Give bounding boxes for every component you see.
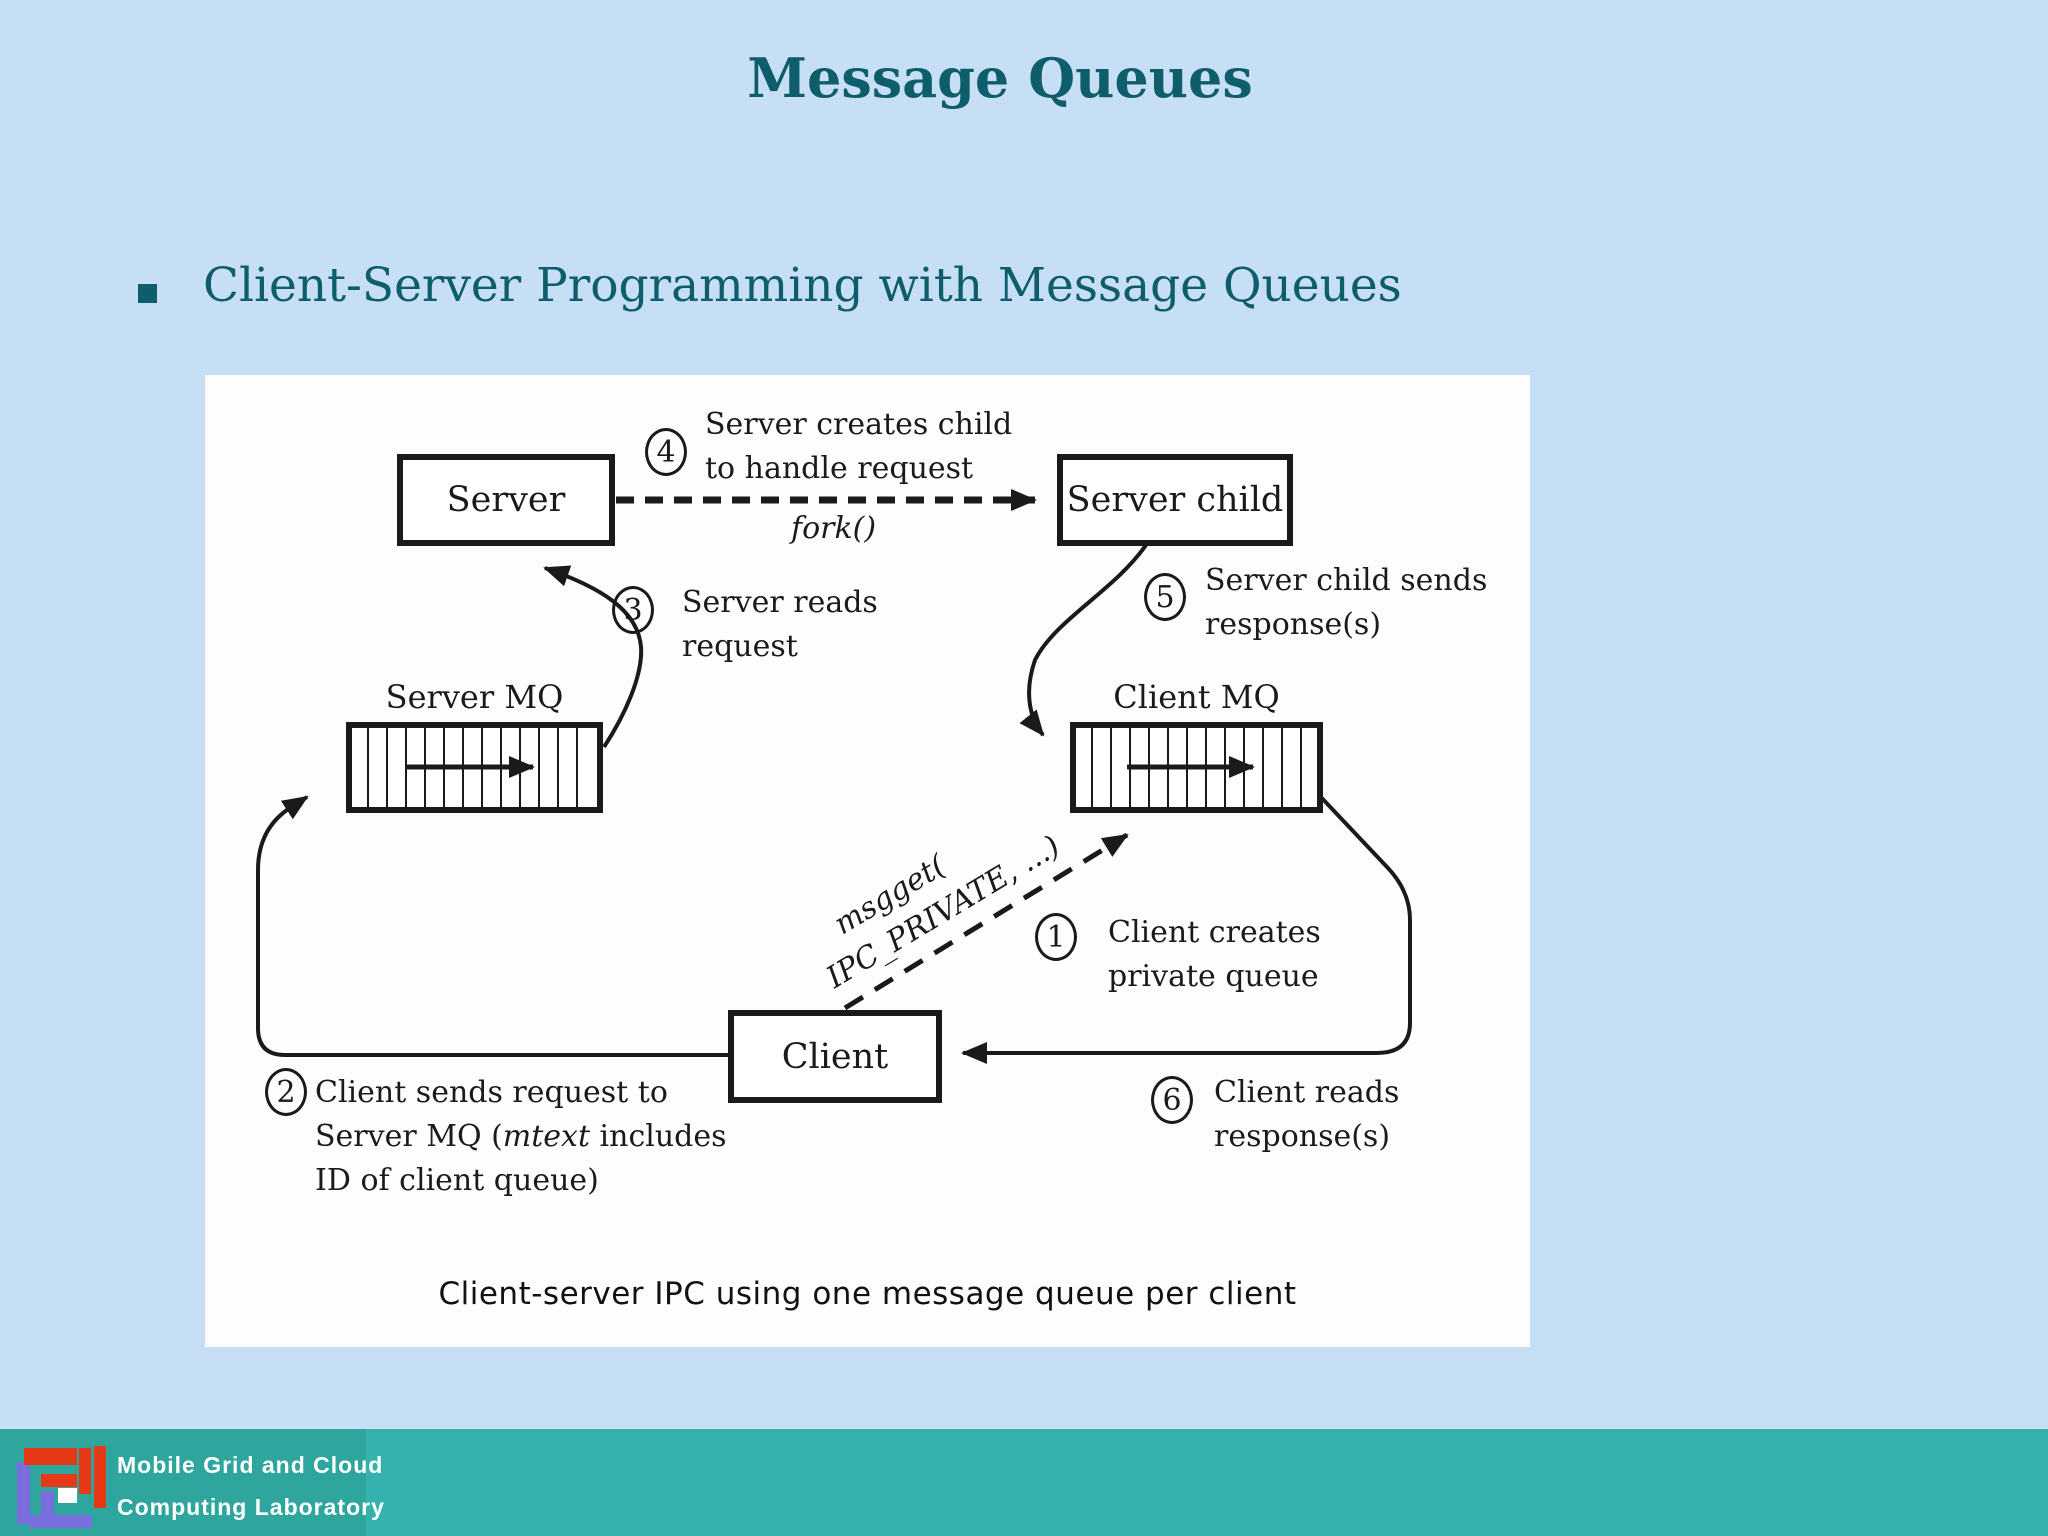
logo-red-top-bar bbox=[24, 1448, 77, 1465]
step3-text: Server reads request bbox=[682, 581, 878, 669]
step1-number: 1 bbox=[1035, 913, 1077, 961]
lab-logo-icon bbox=[17, 1446, 106, 1530]
logo-red-right-vertical bbox=[94, 1446, 106, 1508]
step2-line2-post: includes bbox=[590, 1119, 727, 1154]
bullet-square-icon bbox=[138, 284, 157, 303]
step2-line1: Client sends request to bbox=[315, 1075, 668, 1110]
arrow-step3-curve bbox=[543, 565, 644, 749]
step6-number: 6 bbox=[1151, 1076, 1193, 1124]
client-mq-label: Client MQ bbox=[1113, 678, 1280, 716]
server-box bbox=[397, 454, 615, 546]
server-mq-label: Server MQ bbox=[385, 678, 564, 716]
arrow-step6-path bbox=[961, 791, 1412, 1064]
client-label: Client bbox=[781, 1036, 889, 1077]
step1-line2: private queue bbox=[1108, 959, 1319, 994]
step2-line2-pre: Server MQ ( bbox=[315, 1119, 503, 1154]
step2-text: Client sends request to Server MQ (mtext… bbox=[315, 1071, 727, 1203]
step4-text: Server creates child to handle request bbox=[705, 403, 1012, 491]
logo-purple-bottom-bar bbox=[29, 1515, 92, 1528]
step1-text: Client creates private queue bbox=[1108, 911, 1321, 999]
lab-name-line2: Computing Laboratory bbox=[117, 1494, 385, 1520]
logo-red-mid-vertical bbox=[79, 1448, 91, 1494]
step2-number: 2 bbox=[265, 1068, 307, 1116]
arrow-step5-curve bbox=[1019, 543, 1148, 737]
step4-line1: Server creates child bbox=[705, 407, 1013, 442]
step1-line1: Client creates bbox=[1108, 915, 1321, 950]
figure-caption: Client-server IPC using one message queu… bbox=[438, 1276, 1297, 1312]
server-child-label: Server child bbox=[1066, 480, 1284, 520]
step2-line2: Server MQ (mtext includes bbox=[315, 1115, 727, 1159]
step2-line3: ID of client queue) bbox=[315, 1163, 599, 1198]
step6-line2: response(s) bbox=[1214, 1119, 1391, 1154]
step2-line2-mtext: mtext bbox=[502, 1119, 591, 1154]
step6-line1: Client reads bbox=[1214, 1075, 1400, 1110]
logo-white-center bbox=[58, 1488, 77, 1503]
step5-line2: response(s) bbox=[1205, 607, 1382, 642]
step3-line1: Server reads bbox=[682, 585, 878, 620]
step3-number: 3 bbox=[612, 586, 654, 634]
step4-line2: to handle request bbox=[705, 451, 974, 486]
logo-purple-inner-vertical bbox=[41, 1491, 54, 1515]
slide-title: Message Queues bbox=[747, 46, 1253, 110]
server-label: Server bbox=[446, 480, 566, 520]
logo-red-inner-bar bbox=[41, 1474, 77, 1487]
diagram-canvas bbox=[256, 454, 1412, 1103]
arrow-step2-path bbox=[256, 795, 731, 1057]
bullet-text: Client-Server Programming with Message Q… bbox=[203, 258, 1402, 313]
step3-line2: request bbox=[682, 629, 798, 664]
logo-purple-left-bar bbox=[17, 1462, 30, 1524]
step5-text: Server child sends response(s) bbox=[1205, 559, 1487, 647]
diagram-panel: Server Server child Client Server MQ Cli… bbox=[205, 375, 1530, 1347]
step4-number: 4 bbox=[645, 428, 687, 476]
lab-name-line1: Mobile Grid and Cloud bbox=[117, 1452, 384, 1478]
step5-number: 5 bbox=[1144, 573, 1186, 621]
step6-text: Client reads response(s) bbox=[1214, 1071, 1399, 1159]
server-child-box bbox=[1057, 454, 1293, 546]
step5-line1: Server child sends bbox=[1205, 563, 1488, 598]
client-box bbox=[728, 1010, 942, 1103]
fork-label: fork() bbox=[791, 511, 877, 546]
arrow-msgget-dashed bbox=[843, 832, 1129, 1011]
